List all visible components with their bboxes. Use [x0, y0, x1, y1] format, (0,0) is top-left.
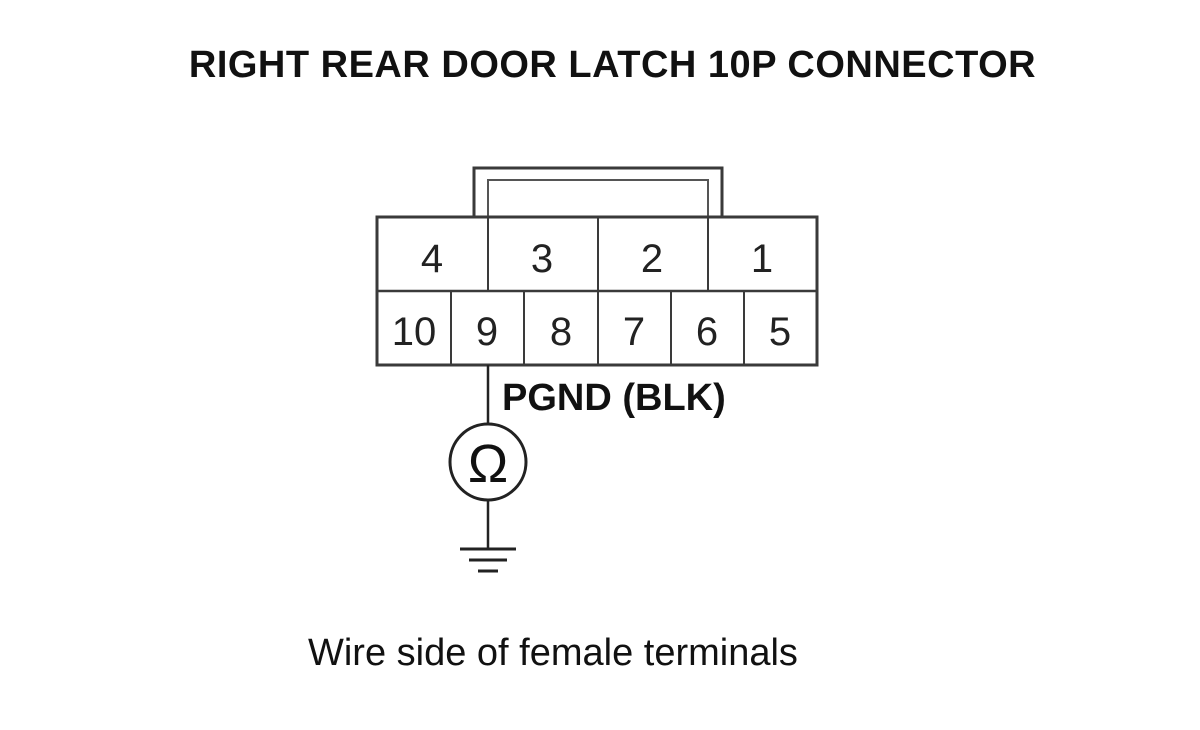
terminal-number: 2 [641, 237, 663, 281]
terminal-number: 1 [751, 237, 773, 281]
terminal-number: 7 [623, 310, 645, 354]
connector-lock-tab [472, 166, 724, 217]
terminal-number: 6 [696, 310, 718, 354]
svg-text:Ω: Ω [468, 434, 508, 494]
top-row-dividers [487, 217, 709, 291]
terminal-number: 9 [476, 310, 498, 354]
terminal-number: 10 [392, 310, 437, 354]
ohmmeter-icon: Ω [448, 422, 528, 502]
diagram-title: RIGHT REAR DOOR LATCH 10P CONNECTOR [188, 44, 1037, 86]
terminal-number: 5 [769, 310, 791, 354]
wire-label: PGND (BLK) [502, 377, 726, 419]
ground-icon [460, 547, 516, 573]
terminal-number: 3 [531, 237, 553, 281]
terminal-number: 4 [421, 237, 443, 281]
terminal-number: 8 [550, 310, 572, 354]
bottom-row-dividers [450, 291, 745, 365]
diagram-caption: Wire side of female terminals [308, 632, 798, 674]
